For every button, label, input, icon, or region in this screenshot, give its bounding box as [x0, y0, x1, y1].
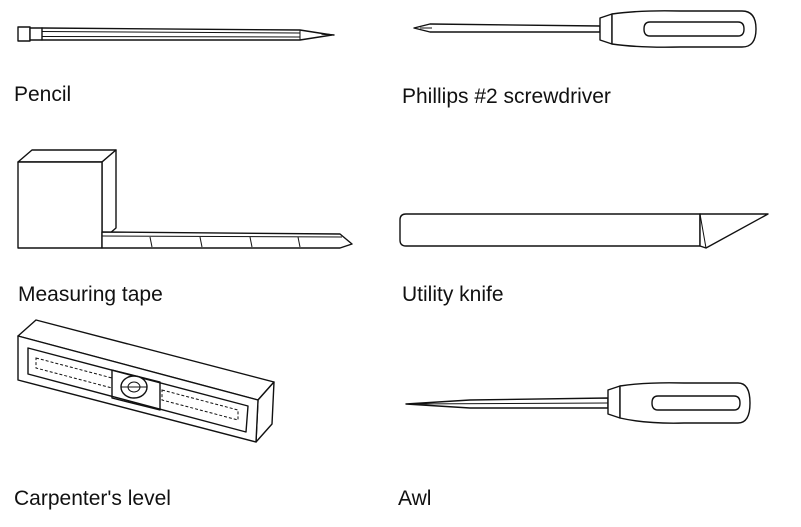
label-measuring-tape: Measuring tape	[18, 283, 163, 306]
label-carpenters-level: Carpenter's level	[14, 487, 171, 510]
label-pencil: Pencil	[14, 83, 72, 106]
label-awl: Awl	[398, 487, 432, 510]
label-utility-knife: Utility knife	[402, 283, 504, 306]
label-phillips-screwdriver: Phillips #2 screwdriver	[402, 85, 611, 108]
